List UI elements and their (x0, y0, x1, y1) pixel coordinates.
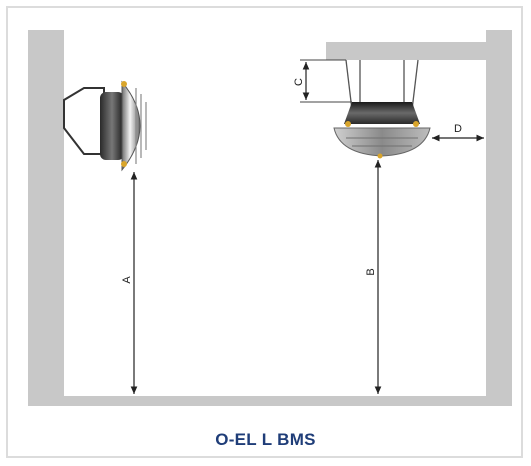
product-caption: O-EL L BMS (215, 430, 316, 449)
mount-screw (121, 81, 127, 87)
dimension-b-label: B (365, 268, 377, 275)
mount-screw (413, 121, 419, 127)
lamp-reflector-fins (346, 137, 418, 147)
mount-screw (377, 153, 383, 159)
left-wall (28, 30, 64, 406)
lamp-housing (100, 92, 124, 160)
mount-screw (121, 161, 127, 167)
dimension-a-label: A (121, 276, 133, 284)
wall-mounted-lamp (63, 80, 147, 172)
dimension-c-label: C (293, 78, 305, 86)
lamp-housing (344, 102, 420, 124)
lamp-reflector-fins (135, 88, 147, 164)
wall-bracket (63, 87, 105, 155)
diagram-card (6, 6, 523, 458)
lamp-reflector (333, 127, 431, 157)
suspended-lamp (333, 59, 431, 159)
ceiling (326, 42, 486, 60)
dimension-d-label: D (454, 123, 462, 135)
mount-screw (345, 121, 351, 127)
right-wall (486, 30, 512, 406)
lamp-reflector (121, 80, 141, 172)
suspension-cable (411, 59, 419, 111)
floor (28, 396, 512, 406)
installation-diagram: A B C D (28, 30, 512, 406)
